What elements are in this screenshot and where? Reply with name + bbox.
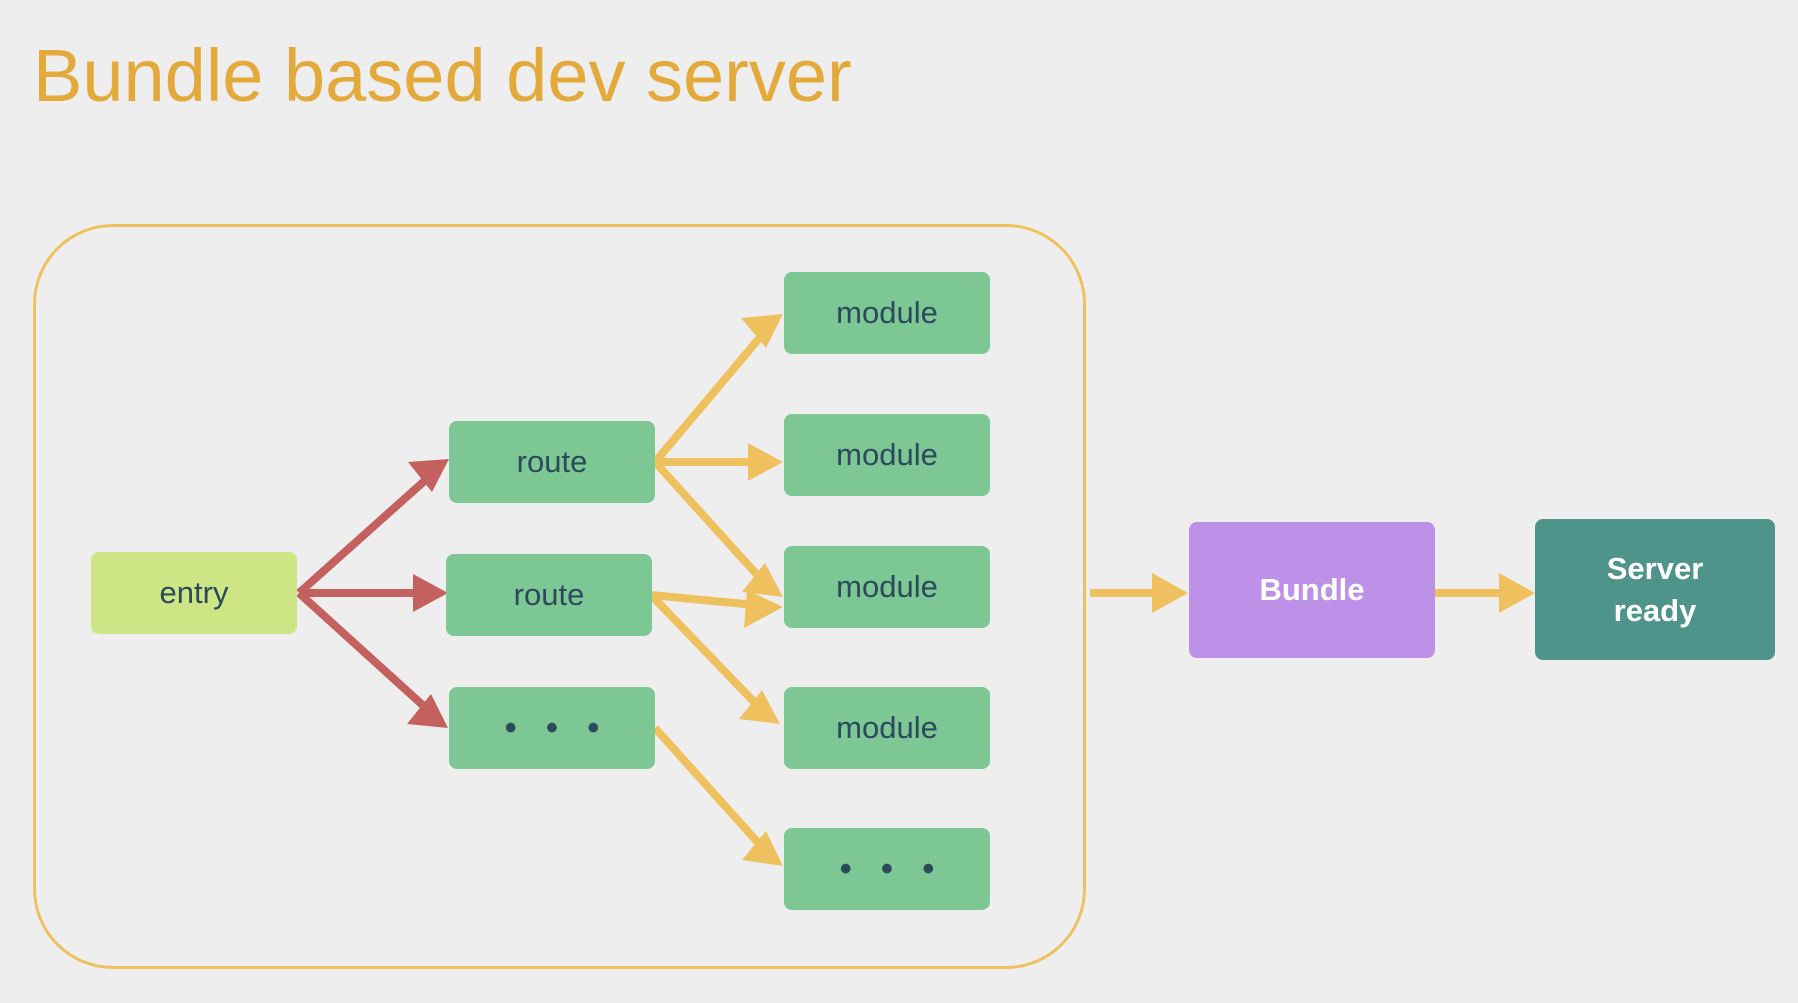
node-module-2-label: module: [836, 437, 938, 472]
node-module-ellipsis-label: • • •: [839, 849, 945, 888]
node-route-ellipsis[interactable]: • • •: [449, 687, 655, 769]
node-bundle[interactable]: Bundle: [1189, 522, 1435, 658]
node-module-2[interactable]: module: [784, 414, 990, 496]
node-module-4[interactable]: module: [784, 687, 990, 769]
edge-module-graph-to-bundle: [1090, 573, 1188, 613]
node-route-2-label: route: [513, 577, 585, 612]
node-server-ready[interactable]: Server ready: [1535, 519, 1775, 660]
node-module-3-label: module: [836, 569, 938, 604]
module-graph-group-container: [33, 224, 1086, 969]
node-module-3[interactable]: module: [784, 546, 990, 628]
node-route-2[interactable]: route: [446, 554, 652, 636]
node-module-1[interactable]: module: [784, 272, 990, 354]
node-bundle-label: Bundle: [1259, 572, 1365, 607]
node-route-ellipsis-label: • • •: [504, 708, 610, 747]
node-route-1-label: route: [516, 444, 588, 479]
edge-bundle-to-server-ready: [1435, 573, 1535, 613]
node-entry-label: entry: [159, 575, 229, 610]
node-server-ready-label: Server ready: [1606, 550, 1704, 628]
node-module-4-label: module: [836, 710, 938, 745]
node-entry[interactable]: entry: [91, 552, 297, 634]
node-module-1-label: module: [836, 295, 938, 330]
page-title: Bundle based dev server: [33, 34, 852, 117]
node-route-1[interactable]: route: [449, 421, 655, 503]
node-module-ellipsis[interactable]: • • •: [784, 828, 990, 910]
